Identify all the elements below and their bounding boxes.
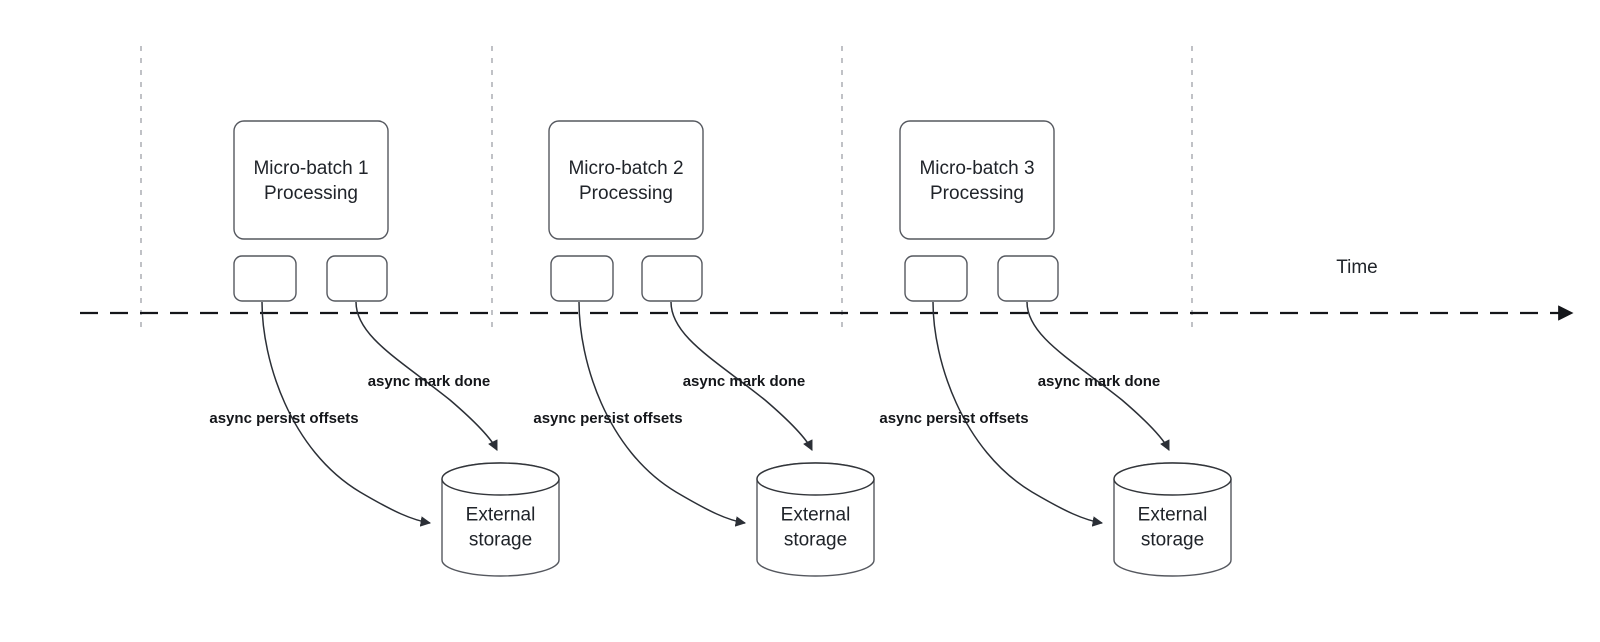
micro-batch-label-line1: Micro-batch 2 xyxy=(568,158,683,179)
external-storage-label-line1: External xyxy=(466,505,536,526)
external-storage-cylinder-top xyxy=(441,462,560,496)
micro-batch-processing-box[interactable] xyxy=(233,120,389,240)
edge-async-persist-offsets-label: async persist offsets xyxy=(879,410,1028,427)
micro-batch-label-line1: Micro-batch 1 xyxy=(253,158,368,179)
edge-async-mark-done-label: async mark done xyxy=(683,373,806,390)
edge-async-mark-done xyxy=(670,301,813,451)
external-storage-label-line1: External xyxy=(781,505,851,526)
micro-batch-processing-box[interactable] xyxy=(548,120,704,240)
task-box-markdone[interactable] xyxy=(997,255,1059,302)
micro-batch-label-line2: Processing xyxy=(579,183,673,204)
external-storage-label-line2: storage xyxy=(784,530,847,551)
edge-async-persist-offsets xyxy=(578,301,747,527)
external-storage-label-line2: storage xyxy=(469,530,532,551)
micro-batch-label-line2: Processing xyxy=(264,183,358,204)
edge-async-persist-offsets-label: async persist offsets xyxy=(209,410,358,427)
edge-async-mark-done-label: async mark done xyxy=(1038,373,1161,390)
external-storage-cylinder-top xyxy=(1113,462,1232,496)
external-storage-cylinder-top xyxy=(756,462,875,496)
edge-async-mark-done xyxy=(1026,301,1170,451)
task-box-persist[interactable] xyxy=(233,255,297,302)
edge-async-persist-offsets xyxy=(932,301,1104,527)
task-box-persist[interactable] xyxy=(550,255,614,302)
edge-async-mark-done-label: async mark done xyxy=(368,373,491,390)
micro-batch-label-line1: Micro-batch 3 xyxy=(919,158,1034,179)
task-box-markdone[interactable] xyxy=(326,255,388,302)
edge-async-persist-offsets-label: async persist offsets xyxy=(533,410,682,427)
external-storage-label-line2: storage xyxy=(1141,530,1204,551)
task-box-markdone[interactable] xyxy=(641,255,703,302)
edge-async-mark-done xyxy=(355,301,498,451)
time-axis-label: Time xyxy=(1336,257,1378,278)
task-box-persist[interactable] xyxy=(904,255,968,302)
external-storage-label-line1: External xyxy=(1138,505,1208,526)
micro-batch-label-line2: Processing xyxy=(930,183,1024,204)
micro-batch-processing-box[interactable] xyxy=(899,120,1055,240)
edge-async-persist-offsets xyxy=(261,301,432,527)
